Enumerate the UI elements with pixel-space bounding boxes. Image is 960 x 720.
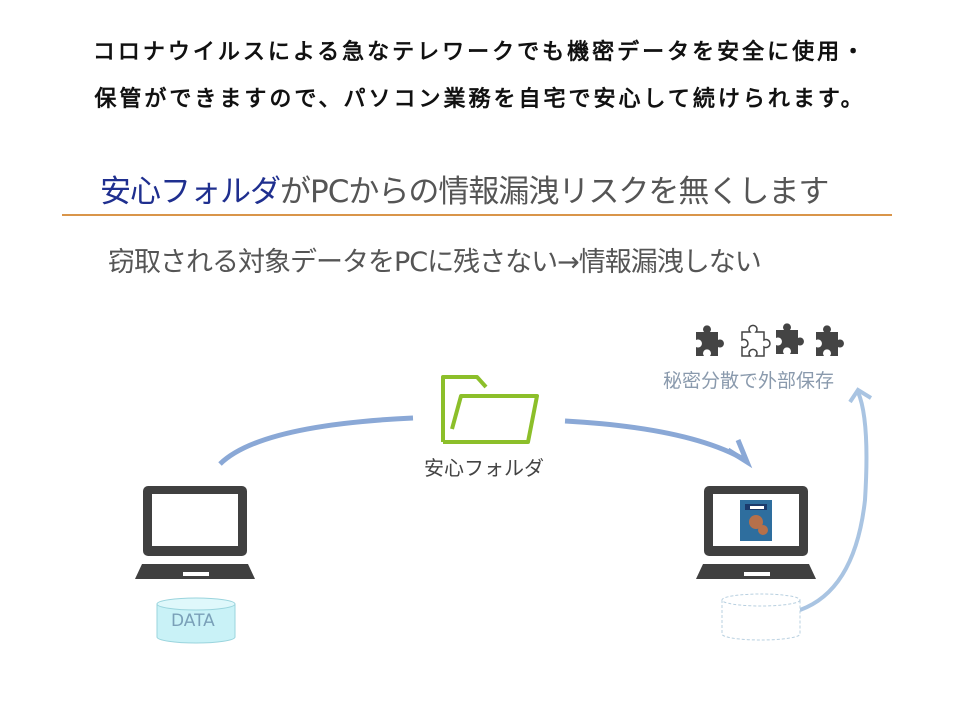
laptop-icon-right [696, 486, 816, 579]
slide-title: 安心フォルダがPCからの情報漏洩リスクを無くします [100, 166, 829, 211]
arrow-left-to-folder [218, 415, 414, 466]
header-line-2: 保管ができますので、パソコン業務を自宅で安心して続けられます。 [94, 87, 866, 112]
laptop-icon-left [135, 486, 255, 579]
arrow-folder-to-right [564, 418, 747, 463]
distribution-label: 秘密分散で外部保存 [663, 370, 835, 392]
folder-icon [441, 375, 539, 444]
arrow-storage-to-cloud [799, 391, 869, 612]
title-accent: 安心フォルダ [100, 174, 281, 210]
data-label: DATA [171, 611, 215, 631]
arrowhead-icon [726, 439, 753, 469]
database-icon-empty [721, 593, 801, 641]
header-line-1: コロナウイルスによる急なテレワークでも機密データを安全に使用・ [92, 40, 868, 65]
encrypted-file-icon [740, 500, 772, 541]
puzzle-pieces-icon [696, 323, 844, 357]
title-divider [62, 214, 892, 216]
database-icon-data [156, 597, 236, 644]
arrowhead-icon [848, 387, 873, 404]
folder-label: 安心フォルダ [424, 456, 544, 480]
subtitle: 窃取される対象データをPCに残さない→情報漏洩しない [108, 247, 762, 278]
title-rest: がPCからの情報漏洩リスクを無くします [280, 174, 829, 210]
